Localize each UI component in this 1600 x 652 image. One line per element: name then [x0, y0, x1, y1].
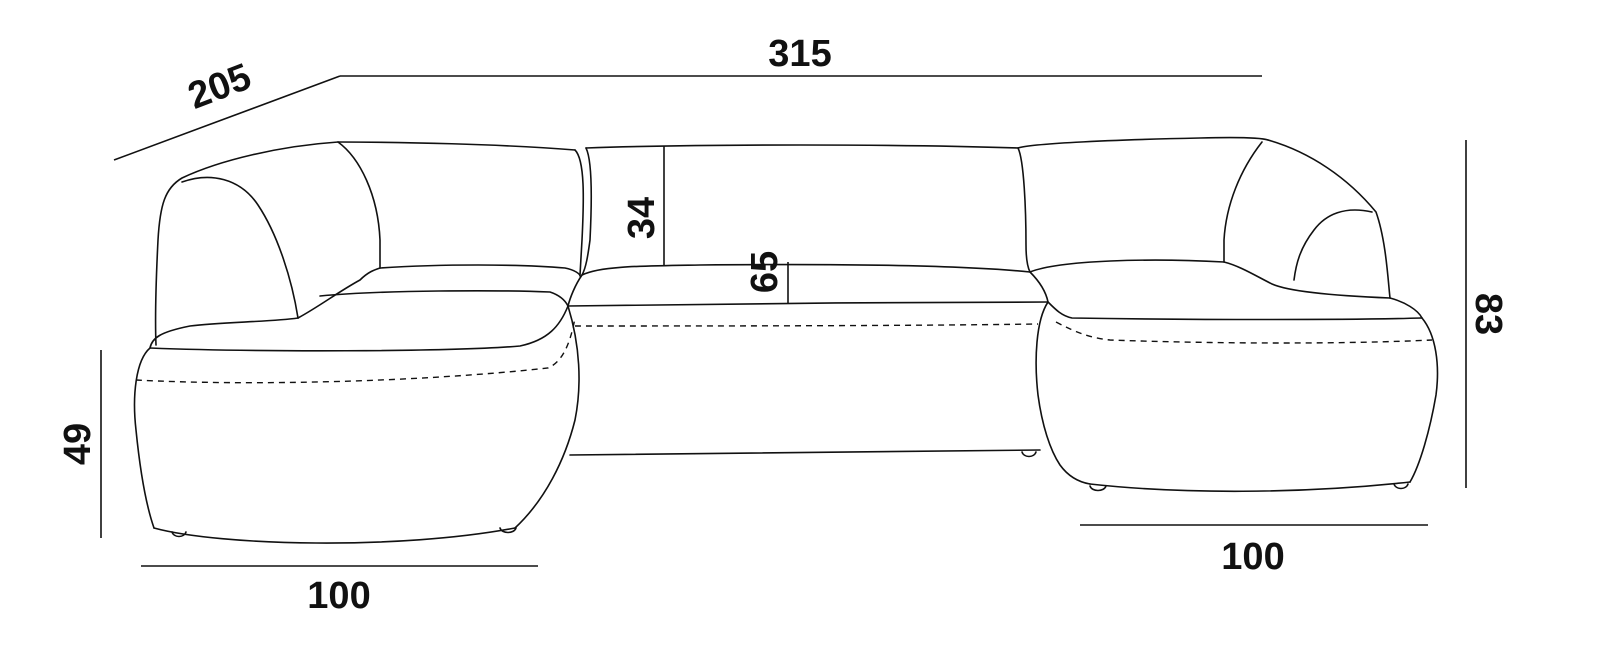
seat-height-label: 49 — [57, 423, 99, 465]
sofa-outline — [133, 136, 1439, 544]
left-chaise-width-label: 100 — [307, 575, 370, 617]
right-arm — [1017, 136, 1391, 299]
middle-seat — [567, 263, 1049, 327]
left-chaise-seat — [149, 264, 581, 352]
right-chaise-width-label: 100 — [1221, 536, 1284, 578]
seat-depth-label: 65 — [744, 251, 786, 293]
left-arm — [154, 141, 585, 346]
depth-dimension-line — [113, 75, 341, 161]
backrest-height-label: 34 — [621, 197, 663, 239]
dimension-lines — [100, 75, 1467, 567]
middle-back — [581, 144, 1031, 276]
dimension-labels: 205 315 34 65 83 49 100 100 — [57, 33, 1509, 617]
right-chaise-seat — [1029, 259, 1423, 321]
width-label: 315 — [768, 33, 831, 75]
right-chaise-base — [1035, 301, 1439, 493]
left-chaise-base — [133, 305, 580, 544]
middle-base — [569, 449, 1041, 458]
total-height-label: 83 — [1467, 293, 1509, 335]
depth-label: 205 — [183, 56, 257, 118]
